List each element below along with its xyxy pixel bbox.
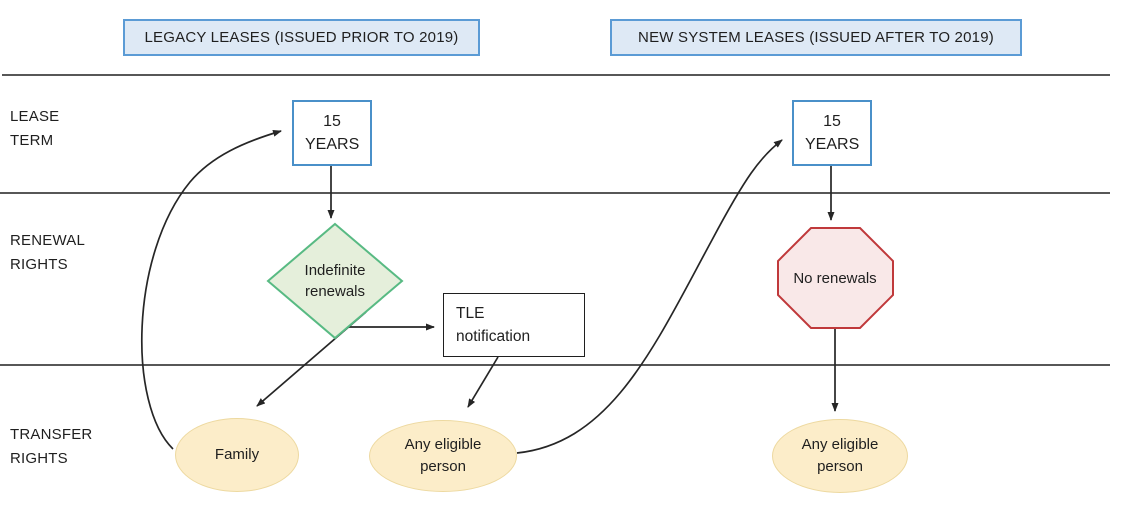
new-any-eligible-person-ellipse: Any eligible person xyxy=(772,419,908,493)
new-lease-term-label: 15 YEARS xyxy=(805,112,860,153)
row-label-lease-term: LEASE TERM xyxy=(10,108,60,150)
legacy-any-eligible-person-label: Any eligible person xyxy=(404,436,482,475)
legacy-any-eligible-person-ellipse: Any eligible person xyxy=(369,420,517,492)
curve-family-to-legacy-term xyxy=(140,129,282,450)
tle-notification-label: TLE notification xyxy=(456,304,531,345)
new-system-leases-header: NEW SYSTEM LEASES (ISSUED AFTER TO 2019) xyxy=(610,19,1022,56)
legacy-lease-term-box: 15 YEARS xyxy=(292,100,372,166)
row-label-renewal-rights: RENEWAL RIGHTS xyxy=(10,232,85,274)
indefinite-renewals-label: Indefinite renewals xyxy=(304,262,366,300)
family-label: Family xyxy=(214,446,260,464)
no-renewals-octagon xyxy=(777,227,894,329)
curve-any-eligible-to-new-term xyxy=(516,139,783,454)
indefinite-renewals-diamond xyxy=(266,222,404,340)
new-system-leases-header-label: NEW SYSTEM LEASES (ISSUED AFTER TO 2019) xyxy=(638,29,994,46)
new-any-eligible-person-label: Any eligible person xyxy=(801,436,879,475)
legacy-lease-term-label: 15 YEARS xyxy=(305,112,360,153)
family-ellipse: Family xyxy=(175,418,299,492)
tle-notification-box: TLE notification xyxy=(443,293,585,357)
legacy-leases-header-label: LEGACY LEASES (ISSUED PRIOR TO 2019) xyxy=(144,29,459,46)
row-label-transfer-rights: TRANSFER RIGHTS xyxy=(10,426,93,468)
new-lease-term-box: 15 YEARS xyxy=(792,100,872,166)
legacy-leases-header: LEGACY LEASES (ISSUED PRIOR TO 2019) xyxy=(123,19,480,56)
arrow-tle-to-any-eligible xyxy=(467,356,499,408)
no-renewals-label: No renewals xyxy=(793,269,877,287)
